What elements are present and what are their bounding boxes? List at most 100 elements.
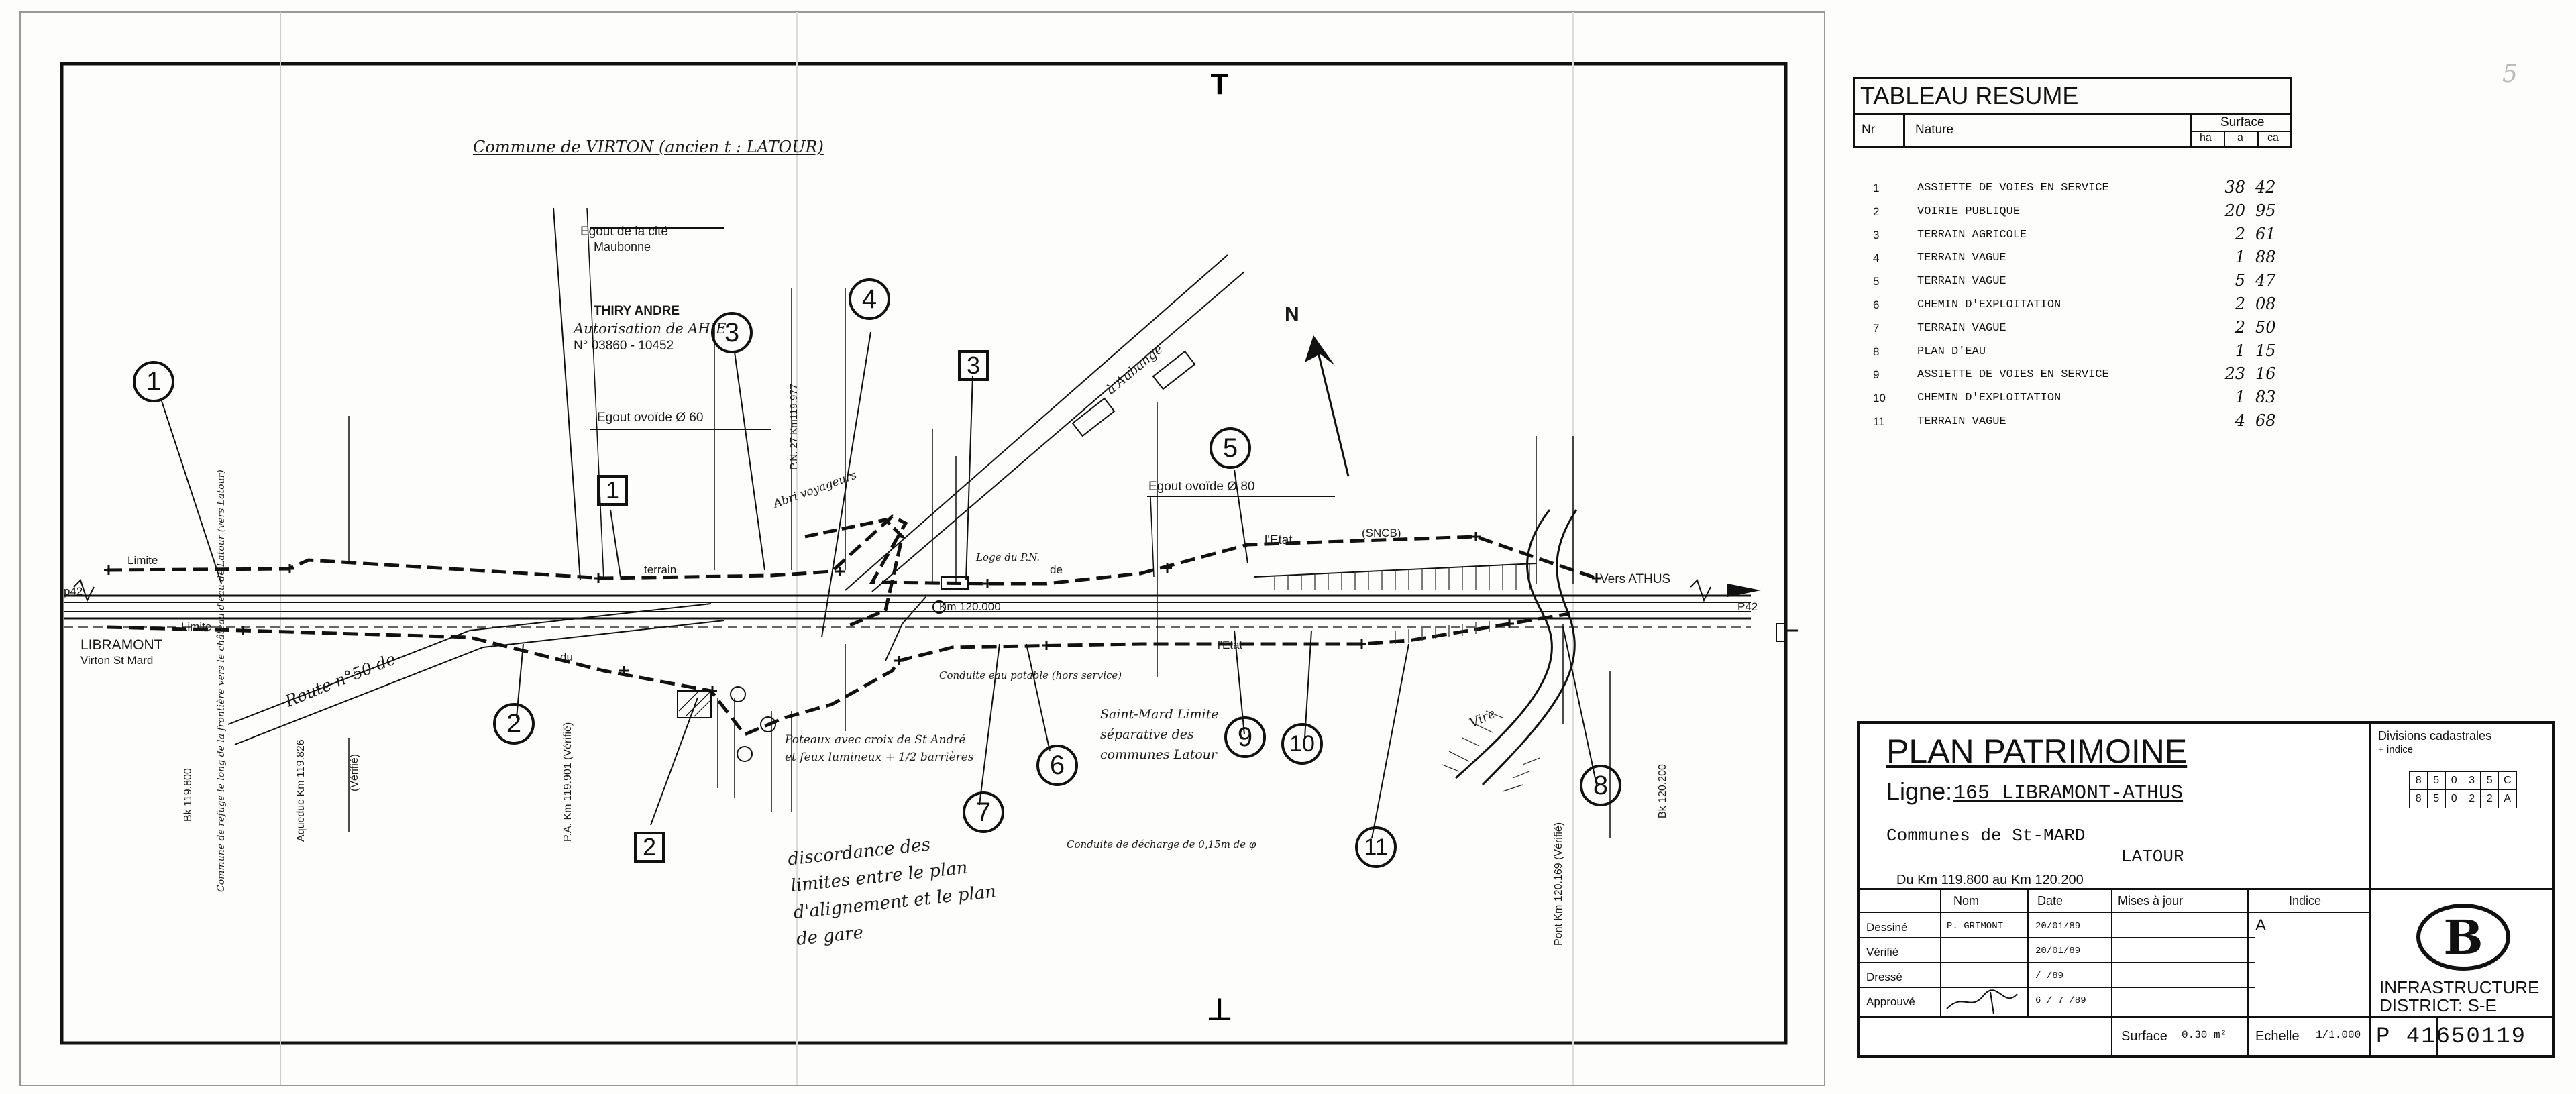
cadastre-cell: 5 — [2426, 789, 2446, 808]
callout-4: 4 — [849, 278, 890, 320]
summary-a: 83 — [2255, 388, 2276, 407]
callout-2: 2 — [493, 703, 535, 745]
cadastre-cell: 8 — [2409, 771, 2428, 791]
approval-signature — [1946, 989, 2018, 1015]
callout-8: 8 — [1580, 765, 1621, 806]
cadastre-cell: 8 — [2409, 789, 2428, 808]
summary-nature: TERRAIN AGRICOLE — [1917, 228, 2027, 241]
summary-a: 50 — [2255, 317, 2276, 337]
boxed-callout-3: 3 — [958, 350, 989, 381]
cadastre-cell: 2 — [2462, 789, 2481, 808]
summary-ha: 1 — [2235, 341, 2245, 360]
divisions-label: Divisions cadastrales — [2378, 729, 2492, 743]
summary-nature: TERRAIN VAGUE — [1917, 415, 2006, 428]
label-autorisation-no: N° 03860 - 10452 — [574, 339, 674, 353]
summary-row: 11 TERRAIN VAGUE 4 68 — [1853, 411, 2296, 434]
summary-a: 16 — [2255, 364, 2276, 384]
col-nom: Nom — [1953, 894, 1980, 908]
summary-nr: 4 — [1873, 252, 1880, 265]
signature-date: 20/01/89 — [2035, 921, 2081, 932]
summary-ha: 38 — [2224, 178, 2245, 197]
summary-title: TABLEAU RESUME — [1853, 77, 2292, 115]
summary-row: 8 PLAN D'EAU 1 15 — [1853, 341, 2296, 364]
summary-nature: CHEMIN D'EXPLOITATION — [1917, 392, 2061, 405]
summary-ha: 4 — [2235, 411, 2245, 430]
communes-line2: LATOUR — [2121, 846, 2184, 867]
label-thiry: THIRY ANDRE — [594, 304, 680, 318]
summary-nr: 8 — [1873, 345, 1880, 358]
label-verifie-aqueduc: (Vérifié) — [349, 753, 360, 791]
label-pa-km: P.A. Km 119.901 (Vérifié) — [562, 722, 574, 842]
cadastre-cell: A — [2498, 789, 2517, 808]
label-egout-cite: Egout de la cité — [580, 225, 668, 239]
col-indice: Indice — [2289, 894, 2322, 908]
summary-nature: CHEMIN D'EXPLOITATION — [1917, 298, 2061, 311]
label-limite-left2: Limite — [181, 620, 212, 633]
plan-title: PLAN PATRIMOINE — [1886, 732, 2188, 770]
label-discordance: discordance des limites entre le plan d'… — [787, 834, 998, 950]
plan-number: P 41650119 — [2376, 1024, 2527, 1050]
summary-nr: 10 — [1873, 392, 1886, 405]
summary-nr: 5 — [1873, 275, 1880, 288]
summary-nature: TERRAIN VAGUE — [1917, 252, 2006, 265]
cadastre-cell: 2 — [2480, 789, 2500, 808]
plan-drawing: T ⊥ — [19, 11, 1825, 1086]
ligne-label: Ligne: — [1886, 777, 1953, 805]
label-saint-mard: Saint-Mard Limite séparative des commune… — [1100, 707, 1219, 762]
label-commune-left: Commune de refuge le long de la frontièr… — [216, 470, 227, 892]
label-km-119800: Bk 119.800 — [182, 768, 194, 822]
ligne-value: 165 LIBRAMONT-ATHUS — [1953, 782, 2184, 805]
callout-1: 1 — [133, 361, 174, 402]
summary-nr: 6 — [1873, 298, 1880, 311]
summary-nr: 11 — [1873, 415, 1885, 428]
label-poteaux: Poteaux avec croix de St André et feux l… — [785, 733, 974, 764]
label-km-120: Km 120.000 — [939, 600, 1001, 613]
label-limite-left: Limite — [127, 554, 158, 567]
summary-nature: PLAN D'EAU — [1917, 345, 1986, 358]
corner-mark: 5 — [2502, 60, 2518, 88]
callout-9: 9 — [1224, 716, 1266, 758]
summary-a: 15 — [2255, 341, 2276, 360]
title-block: PLAN PATRIMOINE Ligne: 165 LIBRAMONT-ATH… — [1857, 721, 2555, 1058]
commune-header: Commune de VIRTON (ancien t : LATOUR) — [473, 138, 824, 156]
summary-nature: ASSIETTE DE VOIES EN SERVICE — [1917, 182, 2109, 195]
summary-a: 61 — [2255, 224, 2276, 243]
label-km-120200: Bk 120.200 — [1657, 764, 1668, 818]
summary-ha: 2 — [2235, 224, 2245, 243]
label-pont-km: Pont Km 120.169 (Vérifié) — [1553, 822, 1564, 946]
callout-10: 10 — [1281, 723, 1323, 765]
summary-a: 68 — [2255, 411, 2276, 430]
label-sncb: (SNCB) — [1362, 527, 1401, 539]
label-maubonne: Maubonne — [594, 240, 651, 254]
callout-11: 11 — [1355, 826, 1397, 868]
label-conduite-decharge: Conduite de décharge de 0,15m de φ — [1067, 838, 1256, 851]
echelle-label: Echelle — [2255, 1029, 2300, 1044]
signature-label: Dressé — [1866, 971, 1902, 983]
label-loge-pn: Loge du P.N. — [976, 551, 1040, 563]
label-autorisation: Autorisation de AHIE — [574, 321, 727, 337]
label-egout-ovoide-60: Egout ovoïde Ø 60 — [597, 411, 704, 425]
cadastre-cell: 0 — [2445, 771, 2464, 791]
col-nature: Nature — [1915, 123, 1954, 137]
summary-a: 47 — [2255, 271, 2276, 290]
col-mises: Mises à jour — [2118, 894, 2184, 908]
summary-ha: 2 — [2235, 317, 2245, 337]
label-p42-right: P42 — [1737, 600, 1758, 613]
col-a: a — [2237, 132, 2243, 144]
signature-date: 6 / 7 /89 — [2035, 995, 2086, 1006]
summary-nr: 1 — [1873, 182, 1880, 195]
signature-label: Vérifié — [1866, 946, 1899, 959]
signature-date: / /89 — [2035, 971, 2064, 981]
label-aqueduc: Aqueduc Km 119.826 — [295, 739, 307, 842]
label-pn27: P.N. 27 Km119.977 — [788, 384, 800, 470]
summary-a: 08 — [2255, 294, 2276, 313]
label-letat: l'Etat — [1265, 533, 1293, 547]
indice-letter: A — [2255, 916, 2267, 934]
cadastre-cell: 0 — [2445, 789, 2464, 808]
logo-letter: B — [2443, 909, 2483, 965]
summary-ha: 2 — [2235, 294, 2245, 313]
boxed-callout-1: 1 — [597, 475, 628, 506]
